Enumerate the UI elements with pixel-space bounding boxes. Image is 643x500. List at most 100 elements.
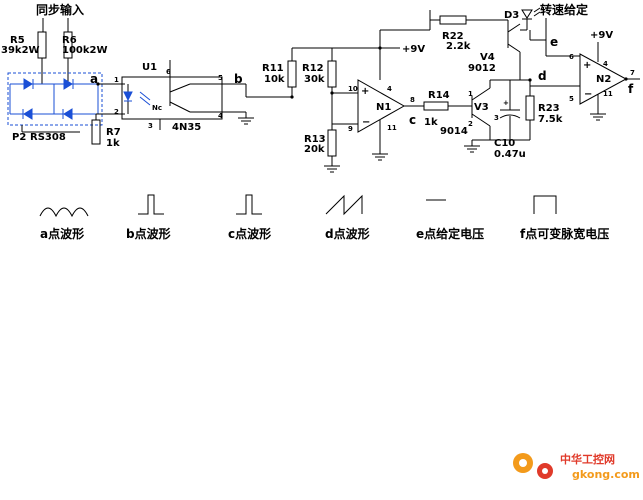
- svg-text:1: 1: [114, 76, 119, 84]
- vcc-label: +9V: [402, 44, 425, 55]
- ground-symbol: [372, 153, 388, 161]
- resistor-r23: R23 7.5k: [525, 95, 563, 125]
- vcc-label: +9V: [590, 30, 613, 41]
- svg-text:39k2W: 39k2W: [1, 45, 40, 56]
- svg-text:+: +: [361, 86, 369, 97]
- svg-text:30k: 30k: [304, 74, 325, 85]
- waveform-d: d点波形: [325, 194, 370, 241]
- svg-text:8: 8: [410, 96, 415, 104]
- svg-text:4: 4: [218, 112, 223, 120]
- svg-text:1: 1: [468, 90, 473, 98]
- svg-text:10k: 10k: [264, 74, 285, 85]
- svg-text:9: 9: [348, 125, 353, 133]
- node-c-label: c: [409, 113, 416, 127]
- caption-d: d点波形: [325, 226, 370, 241]
- svg-text:3: 3: [148, 122, 153, 130]
- caption-e: e点给定电压: [416, 226, 484, 241]
- svg-text:2: 2: [114, 108, 119, 116]
- svg-text:+: +: [503, 99, 509, 107]
- transistor-v3: V3 9014 1 2 3: [440, 87, 499, 137]
- svg-text:1k: 1k: [424, 117, 438, 128]
- caption-b: b点波形: [126, 226, 171, 241]
- svg-text:2.2k: 2.2k: [446, 41, 471, 52]
- ground-symbol: [590, 113, 606, 121]
- svg-text:7: 7: [630, 69, 635, 77]
- opamp-n1: + − N1 10 9 4 11 8: [348, 79, 415, 133]
- bridge-rectifier-p2: P2 RS308: [7, 72, 103, 143]
- ground-symbol: [238, 117, 254, 125]
- svg-text:N1: N1: [376, 102, 391, 113]
- svg-text:中华工控网: 中华工控网: [560, 452, 615, 466]
- svg-text:Nc: Nc: [152, 104, 162, 112]
- svg-text:9012: 9012: [468, 63, 496, 74]
- ground-symbol: [324, 165, 340, 173]
- svg-text:C10: C10: [494, 138, 515, 149]
- resistor-r12: R12 30k: [302, 60, 337, 88]
- svg-text:N2: N2: [596, 74, 611, 85]
- waveform-b: b点波形: [126, 194, 171, 241]
- node-e-label: e: [550, 35, 558, 49]
- svg-text:10: 10: [348, 85, 358, 93]
- capacitor-c10: + C10 0.47u: [494, 80, 526, 160]
- svg-text:4: 4: [603, 60, 608, 68]
- node-a-label: a: [90, 72, 98, 86]
- svg-text:1k: 1k: [106, 138, 120, 149]
- svg-text:V3: V3: [474, 102, 489, 113]
- svg-text:4: 4: [387, 85, 392, 93]
- svg-text:RS308: RS308: [30, 132, 66, 143]
- node-d-label: d: [538, 69, 547, 83]
- caption-c: c点波形: [228, 226, 271, 241]
- svg-text:−: −: [362, 117, 370, 128]
- svg-text:100k2W: 100k2W: [62, 45, 108, 56]
- svg-text:20k: 20k: [304, 144, 325, 155]
- waveform-e: e点给定电压: [416, 199, 484, 241]
- svg-text:P2: P2: [12, 132, 26, 143]
- resistor-r11: R11 10k: [262, 60, 297, 88]
- opamp-n2: + − N2 6 5 4 11 7: [569, 53, 635, 105]
- svg-text:V4: V4: [480, 52, 495, 63]
- optocoupler-u1: U1 1 2 3 4 5 6 Nc 4N35: [114, 60, 223, 133]
- resistor-r13: R13 20k: [304, 129, 337, 157]
- led-d3: D3: [504, 7, 541, 31]
- svg-text:R14: R14: [428, 90, 450, 101]
- svg-text:7.5k: 7.5k: [538, 114, 563, 125]
- svg-text:2: 2: [468, 120, 473, 128]
- svg-text:3: 3: [494, 114, 499, 122]
- resistor-r5: R5 39k2W: [1, 31, 47, 59]
- waveform-a: a点波形: [39, 207, 89, 241]
- svg-text:+: +: [583, 60, 591, 71]
- svg-text:11: 11: [603, 90, 613, 98]
- svg-text:R12: R12: [302, 63, 324, 74]
- svg-text:11: 11: [387, 124, 397, 132]
- sync-input-title: 同步输入: [36, 2, 84, 17]
- svg-text:9014: 9014: [440, 126, 468, 137]
- svg-text:R6: R6: [62, 35, 77, 46]
- svg-text:R13: R13: [304, 134, 326, 145]
- svg-text:D3: D3: [504, 10, 519, 21]
- svg-text:R5: R5: [10, 35, 25, 46]
- resistor-r22: R22 2.2k: [439, 15, 471, 52]
- caption-f: f点可变脉宽电压: [520, 226, 609, 241]
- caption-a: a点波形: [40, 226, 84, 241]
- svg-text:6: 6: [166, 68, 171, 76]
- resistor-r7: R7 1k: [91, 119, 121, 149]
- svg-text:R11: R11: [262, 63, 284, 74]
- gkong-watermark: 中华工控网 gkong.com: [513, 452, 640, 481]
- waveform-f: f点可变脉宽电压: [520, 195, 609, 241]
- node-b-label: b: [234, 72, 243, 86]
- svg-text:U1: U1: [142, 62, 157, 73]
- speed-setpoint-label: 转速给定: [540, 2, 588, 17]
- svg-text:R22: R22: [442, 31, 464, 42]
- svg-text:R23: R23: [538, 103, 560, 114]
- resistor-r6: R6 100k2W: [62, 31, 108, 59]
- transistor-v4: V4 9012: [468, 23, 521, 74]
- waveform-c: c点波形: [228, 194, 271, 241]
- svg-text:0.47u: 0.47u: [494, 149, 526, 160]
- resistor-r14: R14 1k: [423, 90, 450, 128]
- svg-text:gkong.com: gkong.com: [572, 468, 640, 481]
- svg-text:5: 5: [218, 74, 223, 82]
- svg-text:−: −: [584, 89, 592, 100]
- svg-text:6: 6: [569, 53, 574, 61]
- node-f-label: f: [628, 82, 634, 96]
